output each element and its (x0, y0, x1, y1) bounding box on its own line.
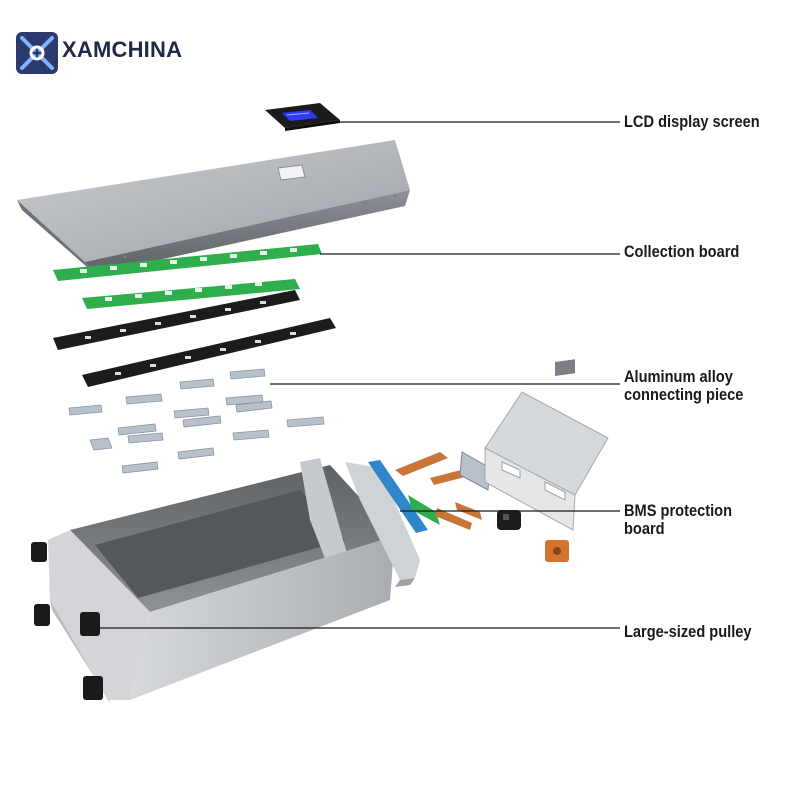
right-bracket-part (484, 359, 609, 531)
top-cover-part (17, 140, 410, 274)
label-aluminum-line1: Aluminum alloy (624, 367, 733, 386)
label-pulley-text: Large-sized pulley (624, 622, 752, 641)
label-lcd-text: LCD display screen (624, 112, 760, 131)
black-bracket-part (53, 290, 336, 387)
label-bms-line1: BMS protection (624, 501, 733, 520)
label-aluminum-line2: connecting piece (624, 385, 744, 404)
brand-name: XAMCHINA (62, 37, 183, 62)
label-bms-protection-board: BMS protection board (624, 502, 732, 538)
logo-icon (16, 32, 58, 74)
bms-board-part (368, 451, 491, 533)
lcd-display-part (265, 103, 340, 131)
side-bracket-part (345, 462, 420, 587)
terminal-block-part (545, 540, 569, 562)
pulley-wheels-part (31, 542, 103, 700)
label-large-sized-pulley: Large-sized pulley (624, 623, 752, 641)
label-lcd-display-screen: LCD display screen (624, 113, 760, 131)
main-box-part (48, 458, 395, 705)
label-collection-board: Collection board (624, 243, 739, 261)
aluminum-pieces-part (68, 368, 325, 474)
collection-board-part (53, 244, 322, 309)
leader-lines (100, 121, 620, 629)
label-bms-line2: board (624, 519, 665, 538)
label-collection-text: Collection board (624, 242, 740, 261)
label-aluminum-alloy-connecting-piece: Aluminum alloy connecting piece (624, 368, 743, 404)
connector-part (497, 510, 521, 530)
